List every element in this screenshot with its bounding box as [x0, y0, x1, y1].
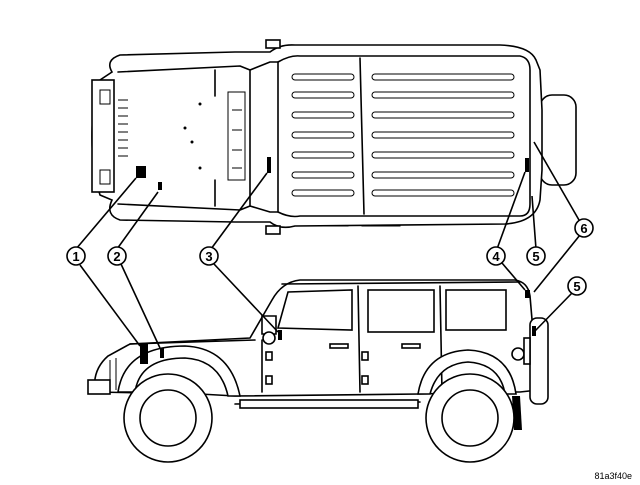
callout-1: 1: [66, 246, 86, 266]
roof-ribs-rear: [371, 73, 515, 197]
label-mark-2-top: [158, 182, 162, 190]
callout-1-label: 1: [72, 249, 79, 264]
side-view-vehicle: [87, 279, 549, 463]
window-rear-door: [367, 289, 435, 333]
mirror-right: [265, 225, 281, 235]
side-step: [239, 399, 419, 409]
window-quarter: [445, 289, 507, 331]
front-bumper-side: [87, 379, 111, 395]
window-front: [276, 289, 353, 331]
mirror-left: [265, 39, 281, 49]
callout-5-top: 5: [526, 246, 546, 266]
figure-code: 81a3f40e: [594, 471, 632, 481]
roof-ribs-front: [291, 73, 355, 197]
callout-leaders: [75, 141, 581, 349]
callout-2: 2: [107, 246, 127, 266]
rear-wheel: [425, 373, 515, 463]
front-bumper: [91, 79, 115, 193]
label-mark-1-side: [140, 344, 148, 364]
callout-5-side-label: 5: [573, 279, 580, 294]
label-mark-3-side: [278, 330, 282, 340]
label-mark-1-top: [136, 166, 146, 178]
front-fender: [117, 345, 241, 397]
callout-5-top-label: 5: [532, 249, 539, 264]
label-mark-3-top: [267, 157, 271, 173]
callout-5-side: 5: [567, 276, 587, 296]
callout-3-label: 3: [205, 249, 212, 264]
label-mark-2-side: [160, 348, 164, 358]
callout-4-label: 4: [492, 249, 500, 264]
rear-fender: [417, 349, 517, 395]
fuel-door: [511, 347, 525, 361]
label-mark-4-top: [525, 158, 529, 172]
hood-outline: [117, 65, 251, 211]
top-view-vehicle: [91, 39, 577, 235]
callout-6-label: 6: [580, 221, 587, 236]
callout-2-label: 2: [113, 249, 120, 264]
callout-4: 4: [486, 246, 506, 266]
callout-6: 6: [574, 218, 594, 238]
callout-3: 3: [199, 246, 219, 266]
top-view-body: [91, 44, 543, 229]
roof-outline: [277, 55, 531, 218]
front-wheel: [123, 373, 213, 463]
spare-tire: [539, 94, 577, 186]
label-mark-4-side: [525, 290, 530, 298]
